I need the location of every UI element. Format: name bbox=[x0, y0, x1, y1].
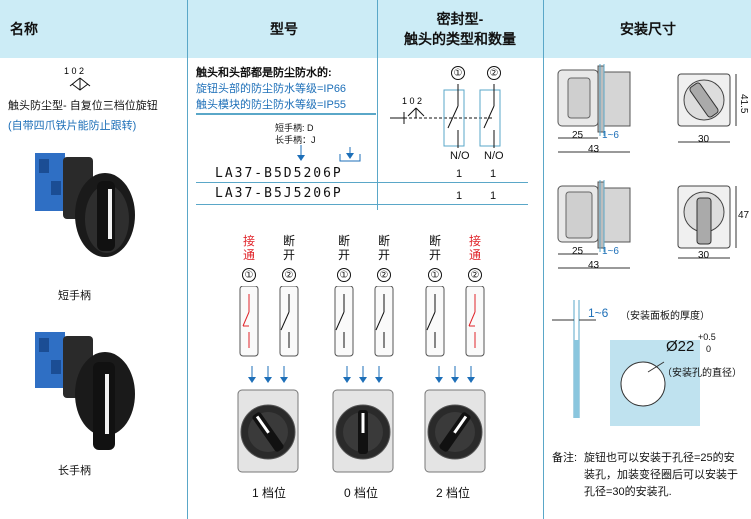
state-label: 断开 bbox=[377, 234, 390, 262]
row-divider bbox=[196, 204, 528, 205]
contact-number: ① bbox=[337, 268, 351, 282]
model-number-long: LA37-B5J5206P bbox=[215, 186, 343, 201]
dim-43: 43 bbox=[588, 260, 600, 271]
position-0-label: 0 档位 bbox=[344, 486, 379, 500]
dimension-drawing-short: 25 1~6 43 30 41.5 bbox=[548, 64, 749, 164]
long-handle-label: 长手柄 bbox=[58, 465, 91, 477]
contact-1-type: N/O bbox=[450, 150, 470, 162]
table-header bbox=[0, 0, 751, 58]
svg-text:1 0 2: 1 0 2 bbox=[402, 96, 422, 106]
header-contacts: 密封型- 触头的类型和数量 bbox=[404, 11, 516, 47]
hole-note: （安装孔的直径） bbox=[662, 368, 742, 379]
header-model: 型号 bbox=[270, 21, 298, 37]
contact-diagram-icon: 1 0 2 bbox=[382, 84, 522, 148]
column-divider bbox=[187, 0, 188, 519]
spec-line-3: 触头模块的防尘防水等级=IP55 bbox=[196, 99, 347, 111]
contact-cartridge bbox=[425, 286, 445, 357]
note-line-3: 孔径=30的安装孔. bbox=[584, 486, 672, 498]
contact-cartridge bbox=[279, 286, 299, 357]
dim-43: 43 bbox=[588, 144, 600, 155]
product-title: 触头防尘型- 自复位三档位旋钮 bbox=[8, 100, 158, 112]
position-1-label: 1 档位 bbox=[252, 486, 287, 500]
header-dimensions: 安装尺寸 bbox=[620, 21, 676, 37]
count-cell: 1 bbox=[490, 190, 497, 202]
contact-number: ② bbox=[377, 268, 391, 282]
hole-diameter: Ø22 bbox=[666, 338, 695, 355]
short-handle-photo bbox=[35, 145, 135, 265]
product-subtitle: (自带四爪铁片能防止跟转) bbox=[8, 120, 137, 132]
short-handle-code: 短手柄: D bbox=[275, 123, 314, 133]
state-label: 接通 bbox=[468, 234, 481, 262]
contact-number: ② bbox=[468, 268, 482, 282]
contact-state-diagram bbox=[237, 286, 486, 473]
position-2-label: 2 档位 bbox=[436, 486, 471, 500]
long-handle-code: 长手柄：J bbox=[275, 135, 316, 145]
column-divider bbox=[543, 0, 544, 519]
contact-cartridge bbox=[465, 286, 485, 357]
dim-panel: 1~6 bbox=[602, 130, 619, 141]
note-line-1: 旋钮也可以安装于孔径=25的安 bbox=[584, 452, 735, 464]
contact-cartridge bbox=[239, 286, 259, 357]
short-handle-label: 短手柄 bbox=[58, 290, 91, 302]
contact-number: ① bbox=[428, 268, 442, 282]
state-label: 接通 bbox=[242, 234, 255, 262]
spec-divider bbox=[196, 113, 376, 115]
dim-25: 25 bbox=[572, 246, 584, 257]
code-pointer-arrows bbox=[290, 145, 370, 163]
panel-thickness-note: （安装面板的厚度） bbox=[620, 311, 710, 322]
model-number-short: LA37-B5D5206P bbox=[215, 166, 343, 181]
dim-30: 30 bbox=[698, 250, 710, 261]
spec-line-1: 触头和头部都是防尘防水的: bbox=[196, 67, 332, 79]
dim-47: 47 bbox=[738, 210, 750, 221]
dim-30: 30 bbox=[698, 134, 710, 145]
contact-cartridge bbox=[334, 286, 354, 357]
state-label: 断开 bbox=[428, 234, 441, 262]
dimension-drawing-long: 25 1~6 43 30 47 bbox=[548, 180, 750, 280]
panel-thickness: 1~6 bbox=[588, 306, 609, 320]
note-head: 备注: bbox=[552, 452, 578, 464]
panel-cutout-drawing: 1~6 （安装面板的厚度） Ø22 +0.5 0 （安装孔的直径） bbox=[548, 300, 748, 430]
count-cell: 1 bbox=[456, 168, 463, 180]
count-cell: 1 bbox=[456, 190, 463, 202]
spec-line-2: 旋钮头部的防尘防水等级=IP66 bbox=[196, 83, 347, 95]
contact-2-number: ② bbox=[487, 66, 501, 80]
column-divider bbox=[377, 0, 378, 210]
svg-text:1 0 2: 1 0 2 bbox=[64, 66, 84, 76]
contact-number: ② bbox=[282, 268, 296, 282]
count-cell: 1 bbox=[490, 168, 497, 180]
hole-tol-plus: +0.5 bbox=[698, 332, 716, 342]
selector-symbol-icon: 1 0 2 bbox=[60, 64, 100, 92]
contact-cartridge bbox=[374, 286, 394, 357]
long-handle-photo bbox=[35, 322, 135, 452]
state-label: 断开 bbox=[337, 234, 350, 262]
hole-tol-zero: 0 bbox=[706, 344, 712, 354]
position-diagrams: 接通 断开 断开 断开 断开 接通 ① ② ① ② ① ② 1 档位 0 档位 … bbox=[196, 228, 536, 508]
note-line-2: 装孔，加装变径圈后可以安装于 bbox=[584, 469, 738, 481]
contact-1-number: ① bbox=[451, 66, 465, 80]
header-name: 名称 bbox=[10, 21, 38, 37]
contact-number: ① bbox=[242, 268, 256, 282]
dim-25: 25 bbox=[572, 130, 584, 141]
row-divider bbox=[196, 182, 528, 183]
dim-panel: 1~6 bbox=[602, 246, 619, 257]
state-label: 断开 bbox=[282, 234, 295, 262]
contact-2-type: N/O bbox=[484, 150, 504, 162]
dim-41-5: 41.5 bbox=[738, 94, 749, 114]
